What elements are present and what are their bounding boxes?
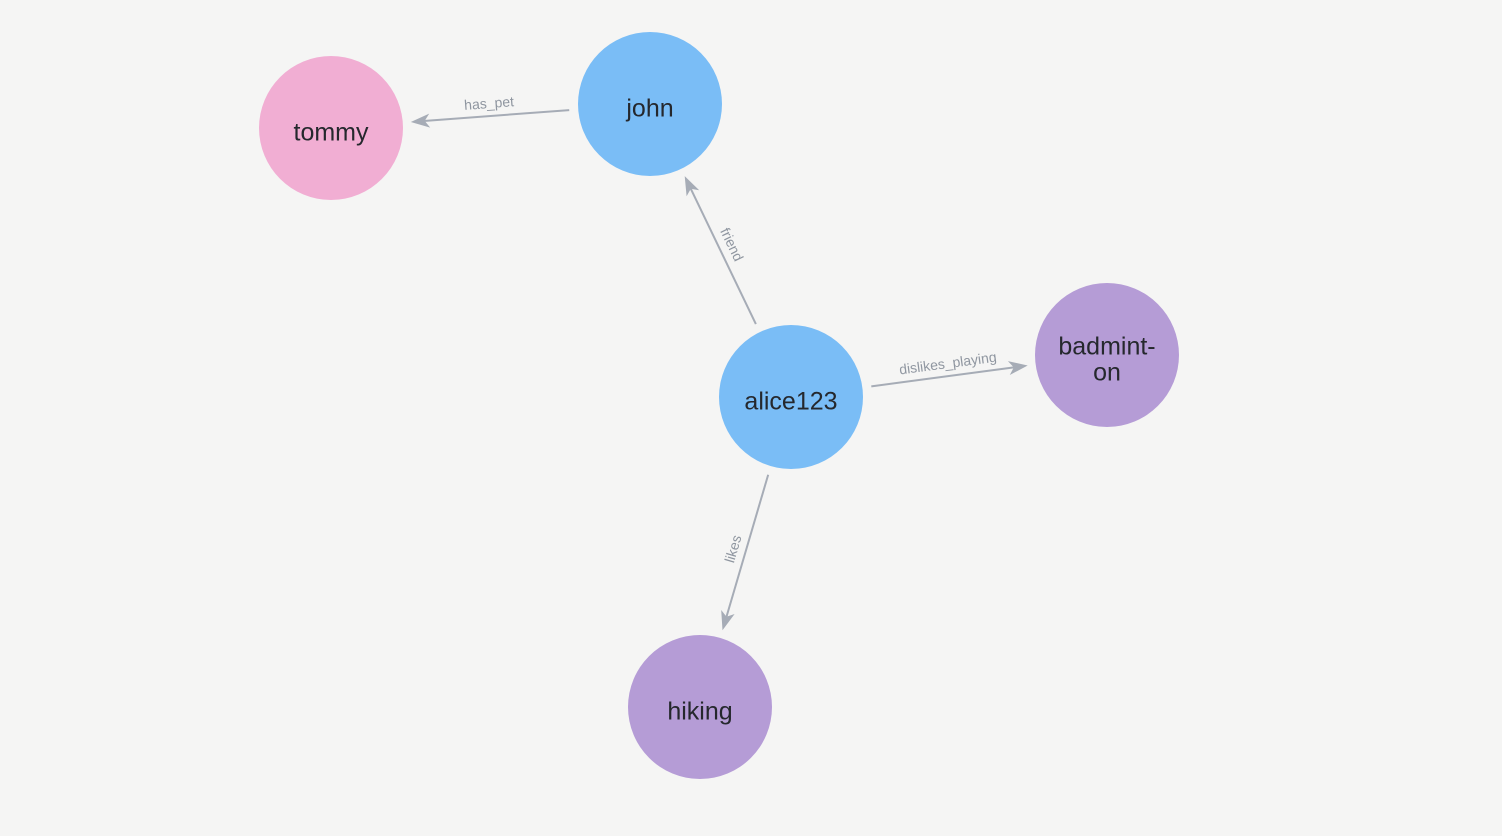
edge-label-has_pet[interactable]: has_pet [464, 93, 515, 113]
node-hiking: hiking [628, 635, 772, 779]
edge-line-friend[interactable] [689, 187, 757, 325]
edge-likes: likes [721, 474, 770, 631]
node-label-hiking: hiking [667, 698, 732, 726]
edge-has_pet: has_pet [410, 93, 570, 128]
edge-label-likes[interactable]: likes [721, 533, 744, 564]
node-label-badminton: badmint-on [1058, 333, 1155, 387]
node-label-john: john [625, 95, 673, 123]
edge-dislikes_playing: dislikes_playing [871, 349, 1028, 388]
node-circle-john[interactable] [578, 32, 722, 176]
node-john: john [578, 32, 722, 176]
edge-line-likes[interactable] [725, 474, 770, 619]
node-label-alice123: alice123 [744, 388, 837, 416]
node-tommy: tommy [259, 56, 403, 200]
arrowhead-icon [721, 610, 735, 631]
edge-line-dislikes_playing[interactable] [871, 366, 1015, 388]
arrowhead-icon [1007, 361, 1028, 375]
nodes-layer: tommy john alice123 badmint-on hiking [259, 32, 1179, 779]
node-alice123: alice123 [719, 325, 863, 469]
node-badminton: badmint-on [1035, 283, 1179, 427]
arrowhead-icon [410, 113, 431, 128]
node-circle-hiking[interactable] [628, 635, 772, 779]
node-label-tommy: tommy [294, 119, 370, 147]
node-circle-alice123[interactable] [719, 325, 863, 469]
node-circle-tommy[interactable] [259, 56, 403, 200]
node-circle-badminton[interactable] [1035, 283, 1179, 427]
edge-line-has_pet[interactable] [423, 109, 570, 123]
arrowhead-icon [684, 176, 700, 197]
